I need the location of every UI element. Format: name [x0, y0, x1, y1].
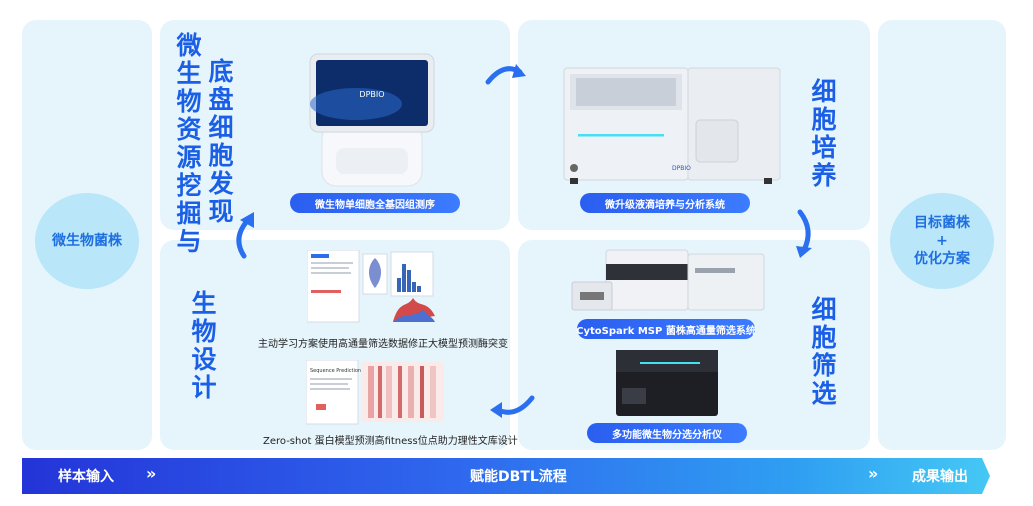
output-line2: +	[936, 233, 948, 249]
mining-title-col1: 微生物资源挖掘与	[176, 31, 202, 256]
cytospark-label: CytoSpark MSP 菌株高通量筛选系统	[576, 319, 756, 339]
sequencer-label: 微生物单细胞全基因组测序	[290, 193, 460, 213]
banner-right-chevron-icon: »	[868, 464, 879, 483]
arrow-design-to-mining	[236, 212, 254, 259]
droplet-logo-text: DPBIO	[672, 165, 691, 172]
arrow-culture-to-screening	[796, 209, 812, 258]
banner-right-text: 成果输出	[912, 469, 968, 485]
mining-title-col2: 底盘细胞发现	[208, 57, 234, 226]
screening-title: 细胞筛选	[811, 295, 837, 408]
banner-left-chevron-icon: »	[146, 464, 157, 483]
cytospark-device-image	[571, 249, 765, 311]
arrow-screening-to-design	[490, 395, 535, 418]
output-line3: 优化方案	[914, 251, 970, 267]
design-title: 生物设计	[191, 289, 217, 402]
design-doc-screenshot-1	[307, 250, 435, 323]
sequencer-device-image: DPBIO	[309, 53, 435, 187]
banner-center-text: 赋能DBTL流程	[470, 469, 567, 485]
droplet-device-image: DPBIO	[563, 67, 781, 184]
sequencer-logo-text: DPBIO	[359, 90, 384, 99]
design-doc-title: Sequence Prediction	[310, 368, 361, 374]
input-strain-label: 微生物菌株	[52, 233, 122, 249]
design-doc-screenshot-2: Sequence Prediction	[306, 360, 444, 425]
design-caption-1: 主动学习方案使用高通量筛选数据修正大模型预测酶突变	[258, 339, 508, 350]
input-strain-circle: 微生物菌株	[35, 193, 139, 289]
design-caption-2: Zero-shot 蛋白模型预测高fitness位点助力理性文库设计	[263, 436, 518, 447]
sorter-label: 多功能微生物分选分析仪	[587, 423, 747, 443]
output-result-circle: 目标菌株 + 优化方案	[890, 193, 994, 289]
culture-title: 细胞培养	[811, 77, 837, 190]
banner-left-text: 样本输入	[58, 469, 114, 485]
droplet-label: 微升级液滴培养与分析系统	[580, 193, 750, 213]
sorter-device-image	[616, 350, 718, 416]
output-line1: 目标菌株	[914, 215, 970, 231]
dbtl-banner	[22, 458, 990, 494]
arrow-mining-to-culture	[485, 64, 526, 85]
